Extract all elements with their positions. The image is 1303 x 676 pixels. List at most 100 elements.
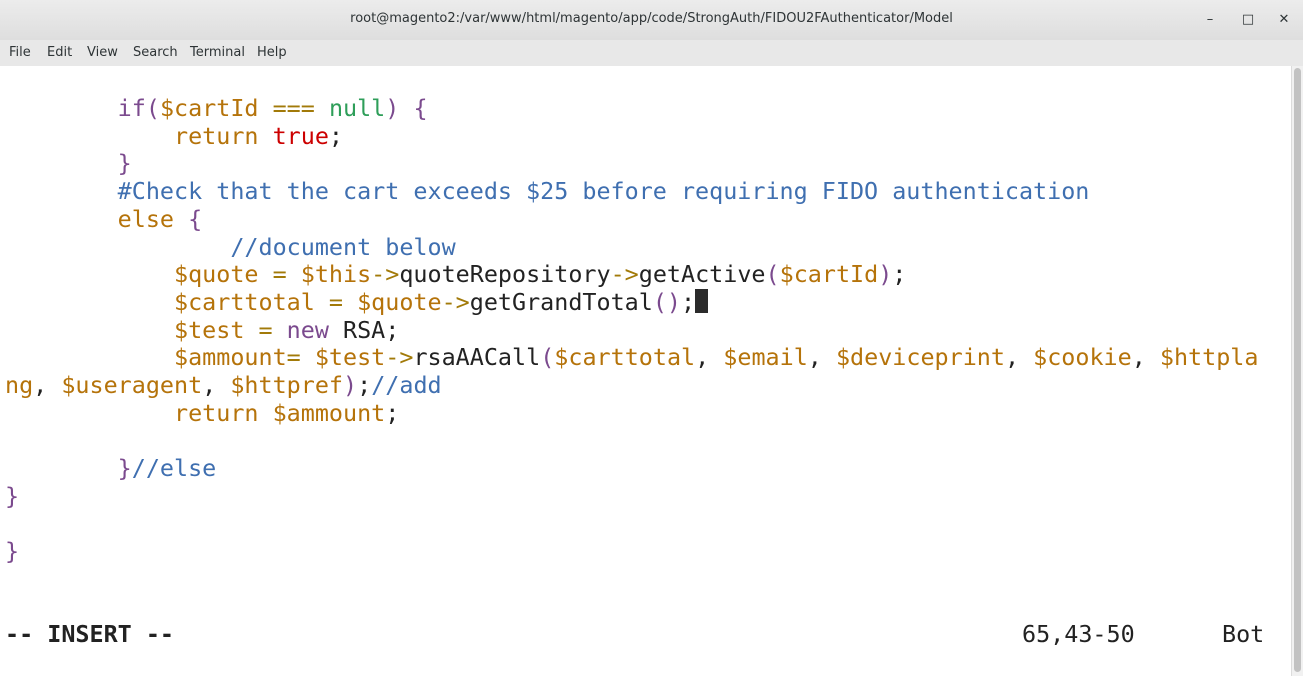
code-token: $email <box>723 343 808 372</box>
code-token: $test <box>314 343 386 372</box>
minimize-icon[interactable]: – <box>1206 12 1214 27</box>
code-token: ; <box>328 121 344 150</box>
code-token <box>5 288 174 316</box>
code-line: return true; <box>5 122 343 150</box>
code-token: if <box>117 94 146 122</box>
code-token: quoteRepository <box>399 260 611 289</box>
code-token <box>5 205 118 233</box>
code-token <box>5 454 118 482</box>
code-line: if($cartId === null) { <box>5 94 428 122</box>
code-token <box>5 122 174 150</box>
code-token: return <box>174 121 273 150</box>
code-token <box>5 94 118 122</box>
code-token <box>5 149 118 177</box>
code-token: new <box>286 315 329 344</box>
code-token: //else <box>131 454 217 483</box>
menu-file[interactable]: File <box>9 45 31 60</box>
code-token: === <box>258 94 329 122</box>
code-token: $quote <box>357 287 442 316</box>
code-token: $quote <box>174 260 259 289</box>
code-token: //add <box>371 371 442 399</box>
vim-mode-indicator: -- INSERT -- <box>5 620 174 648</box>
menu-bar: File Edit View Search Terminal Help <box>0 40 1303 67</box>
code-line: } <box>5 149 132 177</box>
code-token: //document below <box>230 232 456 261</box>
code-token: RSA; <box>328 315 400 344</box>
code-token: null <box>328 94 386 122</box>
code-line: $test = new RSA; <box>5 316 399 344</box>
code-token: else <box>117 204 175 233</box>
code-token <box>5 233 230 261</box>
code-token: $deviceprint <box>835 343 1005 372</box>
vertical-scrollbar[interactable] <box>1291 66 1303 676</box>
window-title: root@magento2:/var/www/html/magento/app/… <box>350 11 953 26</box>
code-token: rsaAACall <box>413 343 541 372</box>
code-line: }//else <box>5 454 217 483</box>
code-token: -> <box>371 260 400 289</box>
code-token: ) <box>878 260 893 289</box>
code-token: ( <box>145 94 160 122</box>
code-token: , <box>1004 343 1034 372</box>
code-line: $quote = $this->quoteRepository->getActi… <box>5 260 906 288</box>
code-token: , <box>1131 343 1160 372</box>
code-token: $test <box>174 315 245 344</box>
code-token: () <box>652 287 681 316</box>
code-token: , <box>33 371 62 399</box>
code-token: $httpref <box>230 371 344 399</box>
scroll-position: Bot <box>1222 620 1265 648</box>
code-token: return <box>174 398 273 427</box>
code-token: $ammount <box>272 398 386 427</box>
code-line: } <box>5 537 19 565</box>
code-token: = <box>286 343 315 372</box>
code-line: else { <box>5 204 203 233</box>
code-token: } <box>5 537 20 566</box>
code-token: ( <box>540 343 555 372</box>
code-token: -> <box>441 287 470 316</box>
code-token: } <box>117 454 132 483</box>
menu-terminal[interactable]: Terminal <box>190 45 245 60</box>
menu-edit[interactable]: Edit <box>47 45 73 60</box>
code-token: true <box>272 121 329 150</box>
code-token: = <box>258 260 301 289</box>
code-line: $ammount= $test->rsaAACall($carttotal, $… <box>5 343 1258 371</box>
maximize-icon[interactable]: □ <box>1241 12 1255 27</box>
code-token: #Check that the cart exceeds $25 before … <box>117 177 1090 206</box>
menu-view[interactable]: View <box>87 45 118 60</box>
code-line: ng, $useragent, $httpref);//add <box>5 371 442 399</box>
window-titlebar[interactable]: root@magento2:/var/www/html/magento/app/… <box>0 0 1303 41</box>
code-token: } <box>117 149 132 178</box>
code-token: } <box>5 481 20 510</box>
cursor-position: 65,43-50 <box>1022 620 1135 648</box>
close-icon[interactable]: ✕ <box>1278 12 1290 27</box>
code-token: getActive <box>638 260 766 289</box>
code-token: ; <box>681 287 696 316</box>
code-line: } <box>5 482 19 510</box>
code-line: //document below <box>5 232 456 261</box>
text-cursor <box>695 288 709 313</box>
code-token: -> <box>610 260 639 289</box>
code-token <box>5 260 174 288</box>
code-token: -> <box>385 343 414 372</box>
scrollbar-thumb[interactable] <box>1294 68 1301 672</box>
code-token: , <box>807 343 836 372</box>
menu-search[interactable]: Search <box>133 45 178 60</box>
code-line: #Check that the cart exceeds $25 before … <box>5 177 1090 206</box>
code-token: , <box>202 371 231 399</box>
code-token: $carttotal <box>174 287 315 316</box>
code-token <box>5 177 118 205</box>
code-token: ; <box>357 371 372 399</box>
code-token: $cartId <box>159 94 259 122</box>
code-token: ng <box>5 371 34 399</box>
code-token: $cartId <box>779 260 879 289</box>
code-token: getGrandTotal <box>469 287 653 316</box>
code-token: ) { <box>385 94 428 122</box>
code-token: { <box>174 204 203 233</box>
code-line: return $ammount; <box>5 399 399 427</box>
code-token: $httpla <box>1159 343 1259 372</box>
code-token <box>5 399 174 427</box>
code-token: ) <box>343 371 358 399</box>
code-token: = <box>314 287 358 316</box>
menu-help[interactable]: Help <box>257 45 287 60</box>
terminal-editor[interactable]: -- INSERT -- 65,43-50 Bot if($cartId ===… <box>0 66 1292 676</box>
code-token: $this <box>300 260 372 289</box>
